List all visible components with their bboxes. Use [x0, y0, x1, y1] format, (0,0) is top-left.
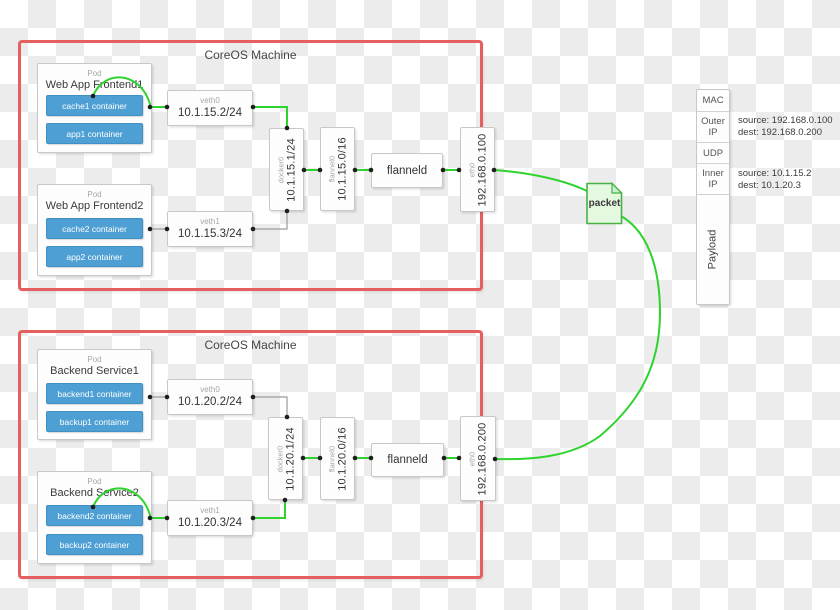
veth0-node-machine1: veth0 10.1.15.2/24 [167, 90, 253, 126]
backup2-container-box: backup2 container [46, 534, 143, 555]
payload-segment: Payload [697, 195, 729, 304]
flannel0-label: flannel0 [327, 155, 336, 183]
pod-web-app-frontend2: Pod Web App Frontend2 cache2 container a… [37, 184, 152, 276]
inner-ip-dest: dest: 10.1.20.3 [738, 180, 801, 191]
eth0-ip: 192.168.0.100 [476, 133, 488, 206]
docker0-label: docker0 [275, 445, 284, 472]
machine-1-title: CoreOS Machine [204, 48, 297, 62]
pod-kind-label: Pod [87, 355, 102, 364]
veth0-label: veth0 [200, 385, 220, 394]
mac-segment: MAC [697, 90, 729, 112]
pod-kind-label: Pod [87, 69, 102, 78]
cache1-container-box: cache1 container [46, 95, 143, 116]
payload-label: Payload [706, 229, 719, 270]
eth0-node-machine1: eth0 192.168.0.100 [460, 127, 495, 212]
flannel0-ip: 10.1.15.0/16 [336, 137, 348, 201]
docker0-node-machine2: docker0 10.1.20.1/24 [268, 417, 303, 500]
backend2-container-box: backend2 container [46, 505, 143, 526]
flanneld-label: flanneld [386, 164, 428, 177]
inner-ip-segment: Inner IP [697, 164, 729, 195]
backup1-container-box: backup1 container [46, 411, 143, 432]
app2-container-box: app2 container [46, 246, 143, 267]
flannel0-ip: 10.1.20.0/16 [336, 426, 348, 491]
flanneld-node-machine1: flanneld [371, 153, 443, 188]
veth0-node-machine2: veth0 10.1.20.2/24 [167, 379, 253, 415]
pod-kind-label: Pod [87, 190, 102, 199]
veth0-label: veth0 [200, 96, 220, 105]
pod-title: Backend Service1 [50, 365, 139, 377]
eth0-label: eth0 [467, 162, 476, 177]
eth0-node-machine2: eth0 192.168.0.200 [460, 416, 496, 501]
inner-ip-source: source: 10.1.15.2 [738, 168, 812, 179]
eth0-label: eth0 [467, 451, 477, 466]
packet-note: packet [586, 182, 623, 225]
veth1-node-machine1: veth1 10.1.15.3/24 [167, 211, 253, 247]
outer-ip-segment: Outer IP [697, 112, 729, 143]
outer-ip-source: source: 192.168.0.100 [738, 115, 833, 126]
packet-structure: MAC Outer IP UDP Inner IP Payload [696, 89, 730, 305]
veth0-ip: 10.1.20.2/24 [178, 396, 242, 408]
pod-title: Web App Frontend2 [45, 200, 144, 212]
veth0-ip: 10.1.15.2/24 [178, 107, 242, 119]
machine-2-title: CoreOS Machine [204, 338, 297, 352]
pod-web-app-frontend1: Pod Web App Frontend1 cache1 container a… [37, 63, 152, 153]
docker0-node-machine1: docker0 10.1.15.1/24 [269, 128, 304, 211]
udp-segment: UDP [697, 143, 729, 164]
veth1-ip: 10.1.15.3/24 [178, 228, 242, 240]
veth1-label: veth1 [200, 217, 220, 226]
docker0-ip: 10.1.15.1/24 [285, 137, 297, 202]
veth1-ip: 10.1.20.3/24 [178, 517, 242, 529]
outer-ip-dest: dest: 192.168.0.200 [738, 127, 822, 138]
veth1-label: veth1 [200, 506, 220, 515]
flannel0-node-machine1: flannel0 10.1.15.0/16 [320, 127, 355, 211]
pod-kind-label: Pod [87, 477, 102, 486]
pod-backend-service1: Pod Backend Service1 backend1 container … [37, 349, 152, 440]
inner-ip-annotation: source: 10.1.15.2 dest: 10.1.20.3 [738, 168, 811, 192]
flanneld-label: flanneld [387, 454, 428, 466]
flannel0-label: flannel0 [327, 445, 336, 472]
pod-backend-service2: Pod Backend Service2 backend2 container … [37, 471, 152, 564]
docker0-ip: 10.1.20.1/24 [284, 426, 296, 491]
backend1-container-box: backend1 container [46, 383, 143, 404]
app1-container-box: app1 container [46, 123, 143, 144]
pod-title: Backend Service2 [50, 487, 139, 499]
veth1-node-machine2: veth1 10.1.20.3/24 [167, 500, 253, 536]
docker0-label: docker0 [276, 156, 285, 183]
pod-title: Web App Frontend1 [45, 79, 144, 91]
cache2-container-box: cache2 container [46, 218, 143, 239]
flannel0-node-machine2: flannel0 10.1.20.0/16 [320, 417, 355, 500]
outer-ip-annotation: source: 192.168.0.100 dest: 192.168.0.20… [738, 115, 833, 139]
packet-note-label: packet [588, 198, 621, 209]
eth0-ip: 192.168.0.200 [476, 422, 489, 495]
flanneld-node-machine2: flanneld [371, 443, 444, 477]
